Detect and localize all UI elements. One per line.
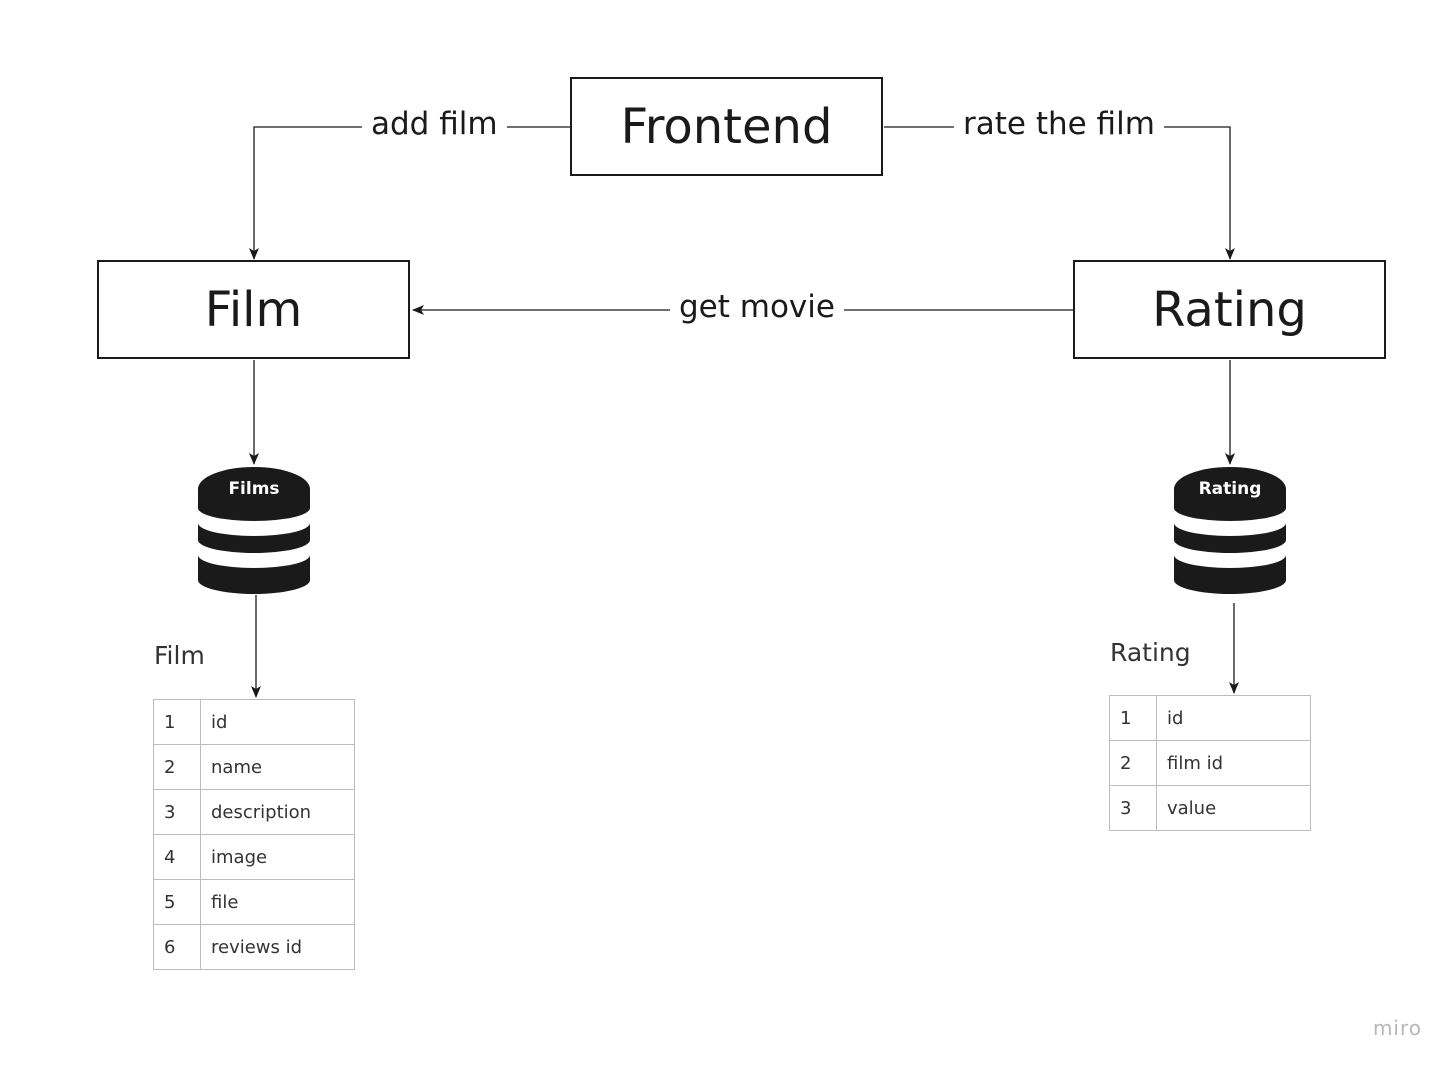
edge-label-add-film: add film bbox=[362, 109, 507, 140]
frontend-node-label: Frontend bbox=[620, 98, 833, 155]
film-node[interactable]: Film bbox=[97, 260, 410, 359]
field-name: image bbox=[200, 834, 355, 880]
row-number: 4 bbox=[153, 834, 201, 880]
row-number: 1 bbox=[153, 699, 201, 745]
field-name: reviews id bbox=[200, 924, 355, 970]
films-database-icon bbox=[198, 467, 310, 594]
row-number: 2 bbox=[1109, 740, 1157, 786]
field-name: description bbox=[200, 789, 355, 835]
film-table-title: Film bbox=[154, 641, 205, 670]
rating-database-icon bbox=[1174, 467, 1286, 594]
films-database-label: Films bbox=[228, 479, 280, 499]
field-name: film id bbox=[1156, 740, 1311, 786]
row-number: 2 bbox=[153, 744, 201, 790]
row-number: 3 bbox=[153, 789, 201, 835]
connector-rate-film bbox=[884, 126, 1235, 260]
row-number: 1 bbox=[1109, 695, 1157, 741]
frontend-node[interactable]: Frontend bbox=[570, 77, 883, 176]
field-name: id bbox=[1156, 695, 1311, 741]
rating-database-label: Rating bbox=[1198, 479, 1262, 499]
miro-watermark: miro bbox=[1372, 1016, 1422, 1040]
edge-label-rate-film: rate the film bbox=[954, 109, 1164, 140]
film-node-label: Film bbox=[204, 281, 303, 338]
field-name: name bbox=[200, 744, 355, 790]
field-name: value bbox=[1156, 785, 1311, 831]
edge-label-get-movie: get movie bbox=[670, 292, 844, 323]
rating-table-title: Rating bbox=[1110, 638, 1191, 667]
row-number: 3 bbox=[1109, 785, 1157, 831]
connector-add-film bbox=[249, 126, 571, 260]
rating-node[interactable]: Rating bbox=[1073, 260, 1386, 359]
rating-node-label: Rating bbox=[1152, 281, 1307, 338]
field-name: id bbox=[200, 699, 355, 745]
field-name: file bbox=[200, 879, 355, 925]
row-number: 5 bbox=[153, 879, 201, 925]
row-number: 6 bbox=[153, 924, 201, 970]
